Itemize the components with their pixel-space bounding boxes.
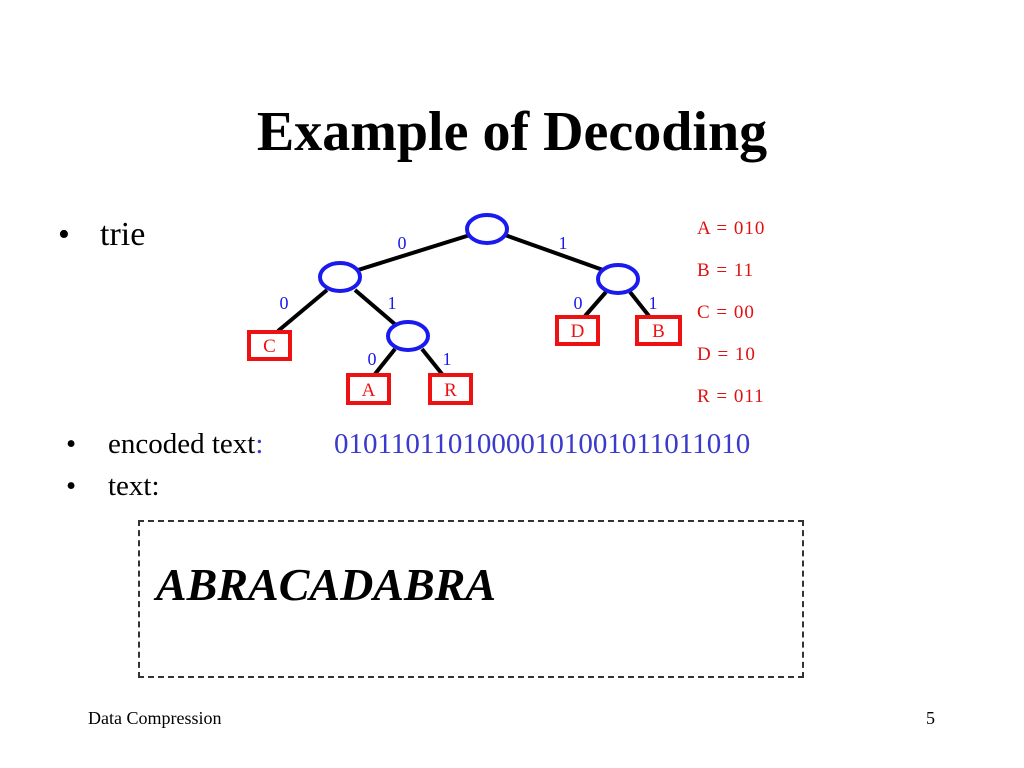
- code-a: A = 010: [697, 218, 766, 239]
- trie-edges: [276, 233, 651, 376]
- code-d: D = 10: [697, 344, 756, 365]
- trie-leaf-boxes: [247, 315, 682, 405]
- leaf-box-b: [635, 315, 682, 346]
- trie-diagram: 0 1 0 1 0 1 0 1 C D B A R: [247, 213, 682, 405]
- answer-box: [138, 520, 804, 678]
- edge-label-n3-left: 0: [368, 349, 377, 369]
- page-number: 5: [926, 708, 935, 728]
- edge-root-right: [504, 233, 604, 272]
- leaf-label-d: D: [571, 321, 586, 342]
- leaf-box-d: [555, 315, 600, 346]
- edge-n2-left: [583, 290, 608, 318]
- edge-label-n2-left: 0: [574, 293, 583, 313]
- trie-internal-nodes: [318, 213, 640, 352]
- edge-label-root-left: 0: [398, 233, 407, 253]
- leaf-box-c: [247, 330, 292, 361]
- code-r: R = 011: [697, 386, 765, 407]
- leaf-label-b: B: [652, 321, 666, 342]
- decoded-answer: ABRACADABRA: [156, 559, 497, 610]
- code-c: C = 00: [697, 302, 755, 323]
- bullet-marker: •: [58, 216, 70, 253]
- encoded-text-colon: :: [255, 428, 264, 460]
- edge-label-n2-right: 1: [649, 293, 658, 313]
- bullet-trie-label: trie: [100, 216, 146, 253]
- edge-label-n1-left: 0: [280, 293, 289, 313]
- encoded-text-label: encoded text: [108, 428, 256, 460]
- edge-label-root-right: 1: [559, 233, 568, 253]
- edge-root-left: [357, 233, 471, 272]
- leaf-label-r: R: [444, 380, 458, 401]
- trie-edge-labels: 0 1 0 1 0 1 0 1: [280, 233, 658, 369]
- leaf-box-a: [346, 373, 391, 405]
- node-n2: [596, 263, 640, 295]
- edge-n1-left: [276, 288, 329, 333]
- text-label: text:: [108, 470, 160, 502]
- encoded-text-value: 01011011010000101001011011010: [334, 428, 751, 460]
- bullet-encoded-text: • encoded text:: [66, 428, 263, 461]
- leaf-label-a: A: [362, 380, 377, 401]
- edge-label-n1-right: 1: [388, 293, 397, 313]
- bullet-marker: •: [66, 470, 77, 502]
- node-n1: [318, 261, 362, 293]
- leaf-box-r: [428, 373, 473, 405]
- footer-title: Data Compression: [88, 708, 222, 728]
- leaf-label-c: C: [263, 336, 277, 357]
- edge-n1-right: [353, 288, 399, 328]
- trie-leaf-labels: C D B A R: [263, 321, 666, 401]
- node-n3: [386, 320, 430, 352]
- edge-label-n3-right: 1: [443, 349, 452, 369]
- edge-n3-left: [373, 347, 397, 376]
- bullet-text: • text:: [66, 470, 160, 503]
- bullet-marker: •: [66, 428, 77, 460]
- slide-title: Example of Decoding: [256, 101, 768, 163]
- code-b: B = 11: [697, 260, 755, 281]
- bullet-trie: • trie: [58, 216, 145, 254]
- edge-n2-right: [628, 290, 651, 318]
- node-root: [465, 213, 509, 245]
- edge-n3-right: [420, 347, 444, 376]
